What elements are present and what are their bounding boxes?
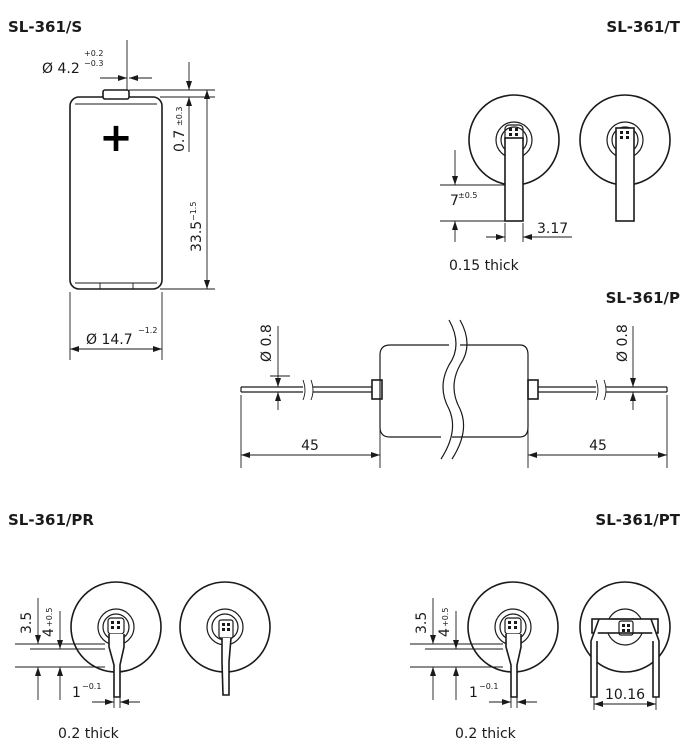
pr-thickness-label: 0.2 thick	[58, 726, 120, 742]
tab-length-label: 7	[450, 193, 459, 209]
plus-sign: +	[99, 115, 133, 161]
tip-diameter-tol-top: +0.2	[84, 49, 103, 58]
pt-pitch-label: 10.16	[605, 687, 645, 703]
pin-diameter-right-label: Ø 0.8	[615, 324, 631, 362]
tab-width-label: 3.17	[537, 221, 568, 237]
lead-left-label: 45	[301, 438, 319, 454]
tip-diameter-label: Ø 4.2	[42, 61, 80, 77]
pt-dim-b-tol: +0.5	[441, 608, 450, 627]
title-sl-361-p: SL-361/P	[606, 289, 680, 307]
tip-diameter-tol-bottom: −0.3	[84, 59, 103, 68]
title-sl-361-pr: SL-361/PR	[8, 511, 94, 529]
pin-diameter-left-label: Ø 0.8	[259, 324, 275, 362]
sl-361-pr-drawing: 3.5 4 +0.5 1 −0.1 0.2 thick	[15, 581, 271, 742]
tip-height-label: 0.7	[172, 130, 188, 152]
positive-tip	[102, 89, 130, 100]
sl-361-pt-drawing: 3.5 4 +0.5 1 −0.1 10.16 0.2 thick	[410, 581, 671, 742]
pr-dim-b-label: 4	[41, 628, 57, 637]
body-diameter-label: Ø 14.7	[86, 332, 133, 348]
pt-pin-width-label: 1	[469, 685, 478, 701]
pr-pin-width-tol: −0.1	[82, 682, 101, 691]
sl-361-s-drawing: + Ø 4.2 +0.2 −0.3 0.7 ±0.3 33.5 −1.5 Ø 1…	[42, 40, 215, 360]
pr-dim-a-label: 3.5	[19, 612, 35, 634]
title-sl-361-s: SL-361/S	[8, 18, 82, 36]
body-diameter-tol: −1.2	[138, 326, 157, 335]
pt-pin-width-tol: −0.1	[479, 682, 498, 691]
length-label: 33.5	[189, 221, 205, 252]
title-sl-361-pt: SL-361/PT	[595, 511, 680, 529]
pr-dim-b-tol: +0.5	[45, 608, 54, 627]
sl-361-p-drawing: Ø 0.8 Ø 0.8 45 45	[240, 319, 668, 468]
tab-length-tol: ±0.5	[458, 191, 477, 200]
pt-thickness-label: 0.2 thick	[455, 726, 517, 742]
pt-dim-b-label: 4	[437, 628, 453, 637]
lead-right-label: 45	[589, 438, 607, 454]
sl-361-t-drawing: 7 ±0.5 3.17 0.15 thick	[440, 94, 671, 274]
length-tol: −1.5	[189, 202, 198, 221]
tip-height-tol: ±0.3	[175, 107, 184, 126]
title-sl-361-t: SL-361/T	[606, 18, 680, 36]
tab-thickness-label: 0.15 thick	[449, 258, 520, 274]
pr-pin-width-label: 1	[72, 685, 81, 701]
pt-dim-a-label: 3.5	[414, 612, 430, 634]
